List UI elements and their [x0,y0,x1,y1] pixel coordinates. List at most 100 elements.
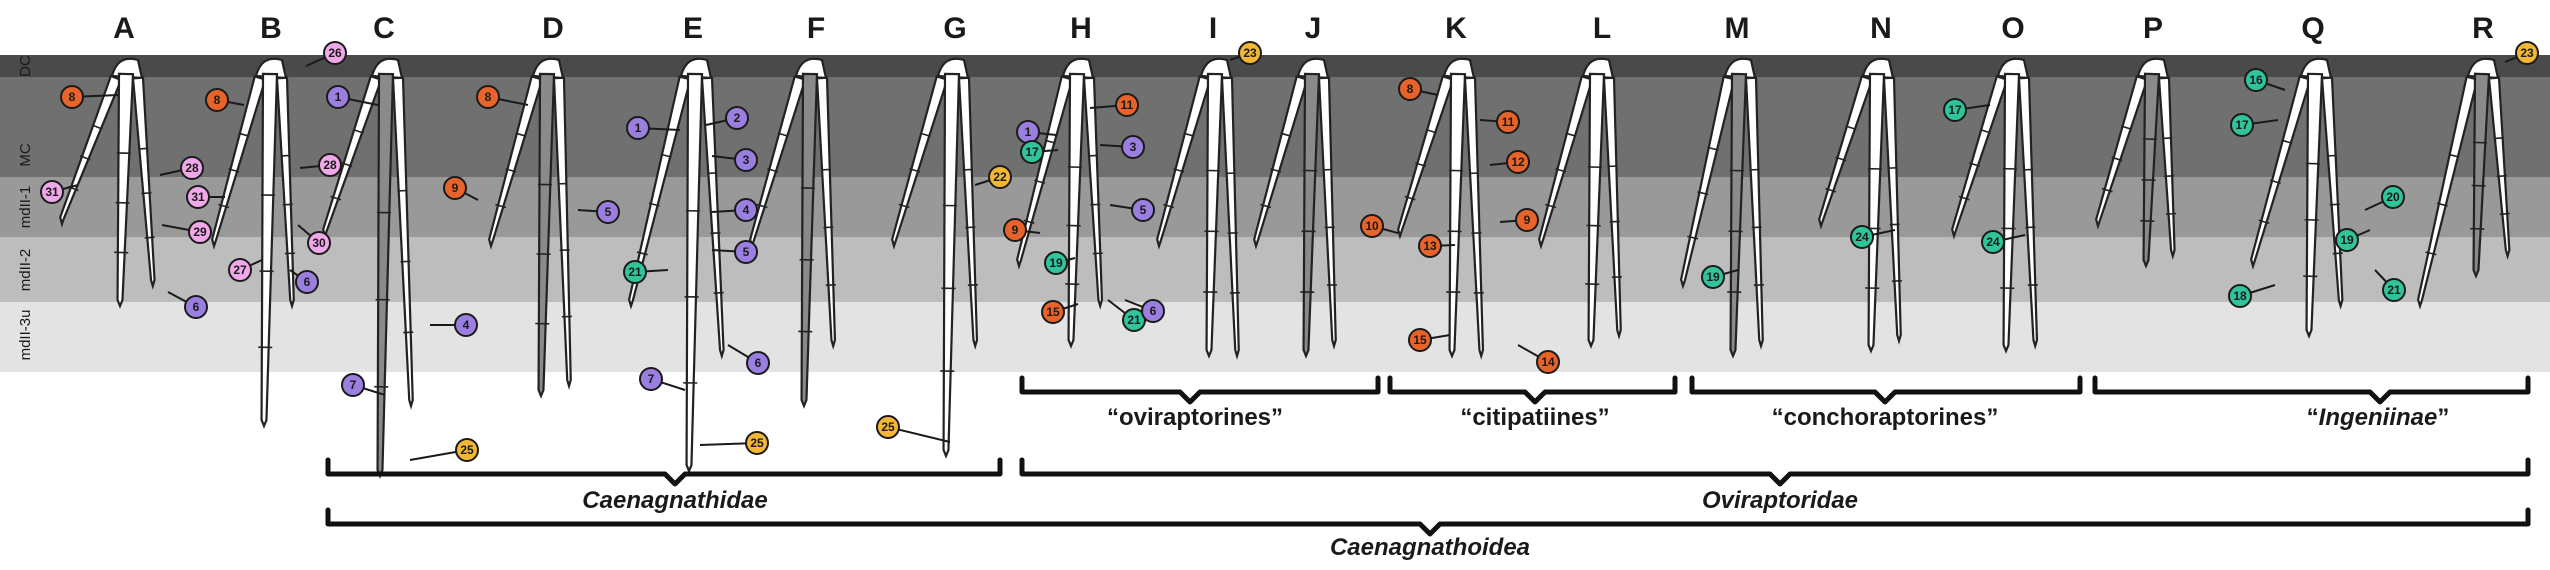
marker-9-h: 9 [1003,218,1041,242]
marker-18-q: 18 [2228,284,2276,308]
marker-19-q: 19 [2335,228,2371,252]
marker-number: 13 [1423,239,1437,253]
marker-21-q: 21 [2374,269,2406,302]
marker-circle [1141,299,1165,323]
marker-number: 31 [191,190,205,204]
marker-circle [2244,68,2268,92]
marker-circle [623,260,647,284]
marker-number: 24 [1855,230,1869,244]
marker-28-b: 28 [299,153,342,177]
digit-ii-k [1448,72,1467,359]
digit-i-k-joint [1415,162,1427,168]
digit-i-o-joint [1958,195,1970,201]
digit-iii-r-joint [2493,137,2504,140]
digit-i-b-joint [238,132,250,137]
marker-number: 17 [2235,118,2249,132]
digit-i-b-joint [228,168,240,173]
ingeniinae-name: Ingeniinae [2319,404,2438,431]
marker-circle [1398,77,1422,101]
marker-4-c: 4 [430,313,478,337]
marker-circle [1238,41,1262,65]
manus-b [211,57,295,429]
marker-25-c: 25 [409,438,479,462]
marker-circle [1121,135,1145,159]
marker-25-g: 25 [876,415,951,443]
band-dc [0,55,2550,77]
digit-ii-b [260,72,279,429]
specimen-letter-h: H [1070,12,1092,45]
bracket-ingeniinae [2092,375,2531,405]
marker-13-k: 13 [1418,234,1456,258]
digit-iii-a [131,76,156,290]
marker-number: 19 [1706,270,1720,284]
manus-o [1951,57,2039,354]
marker-number: 23 [1243,46,1257,60]
marker-circle [1496,110,1520,134]
marker-11-k: 11 [1479,110,1520,134]
bracket-citipatiines [1387,375,1678,405]
marker-circle [734,148,758,172]
specimen-letter-q: Q [2301,12,2324,45]
marker-number: 8 [485,90,492,104]
bracket-caenagnathidae [325,457,1003,487]
marker-circle [1360,214,1384,238]
marker-number: 7 [350,378,357,392]
marker-circle [746,351,770,375]
digit-i-k-joint [1425,128,1437,134]
marker-26-b: 26 [305,41,347,67]
marker-circle [228,258,252,282]
marker-20-q: 20 [2364,185,2405,211]
digit-iii-h-joint [1090,203,1101,206]
specimen-letter-o: O [2001,12,2024,45]
clade-labels: “oviraptorines” “citipatiines” “conchora… [582,404,2449,561]
digit-i-q-joint [2281,139,2293,144]
digit-ii-g [942,72,961,459]
marker-number: 12 [1511,155,1525,169]
marker-number: 25 [750,436,764,450]
digit-i-r-joint [2425,251,2437,256]
marker-number: 1 [1025,125,1032,139]
marker-8-b: 8 [205,88,245,112]
marker-circle [1131,198,1155,222]
marker-15-k: 15 [1408,328,1451,352]
marker-number: 9 [1012,223,1019,237]
digit-i-j-joint [1260,203,1272,209]
specimen-letter-k: K [1445,12,1467,45]
marker-21-e: 21 [623,260,669,284]
marker-circle [1515,208,1539,232]
marker-24-o: 24 [1981,230,2026,254]
bracket-oviraptorines [1019,375,1381,405]
marker-number: 11 [1121,98,1134,112]
digit-ii-q [2305,72,2324,339]
digit-i-m-joint [1707,146,1719,151]
digit-iii-o [2017,76,2039,350]
digit-i-n-joint [1825,187,1837,193]
marker-number: 21 [1127,313,1141,327]
digit-ii-e [685,72,704,474]
digit-ii-a [116,72,135,309]
specimen-letter-r: R [2472,12,2494,45]
manus-p [2095,57,2176,269]
digit-iii-h-joint [1092,252,1103,255]
marker-circle [60,85,84,109]
digit-i-d-joint [505,168,517,173]
marker-27-b: 27 [228,258,263,282]
digit-ii-o [2002,72,2021,354]
marker-23-i: 23 [1229,41,1262,65]
band-backgrounds [0,55,2550,372]
marker-number: 3 [743,153,750,167]
marker-number: 7 [648,372,655,386]
specimen-letter-g: G [943,12,966,45]
marker-8-a: 8 [60,85,119,109]
digit-ii-d [537,72,556,399]
band-labels: DC MC mdII-1 mdII-2 mdII-3u [17,55,34,360]
marker-circle [184,295,208,319]
digit-i-h-joint [1034,179,1046,184]
digit-i-g-joint [909,168,921,173]
marker-circle [323,41,347,65]
marker-3-e: 3 [711,148,758,172]
specimen-letter-j: J [1305,12,1322,45]
marker-number: 5 [605,205,612,219]
digit-i-k-joint [1404,195,1416,201]
